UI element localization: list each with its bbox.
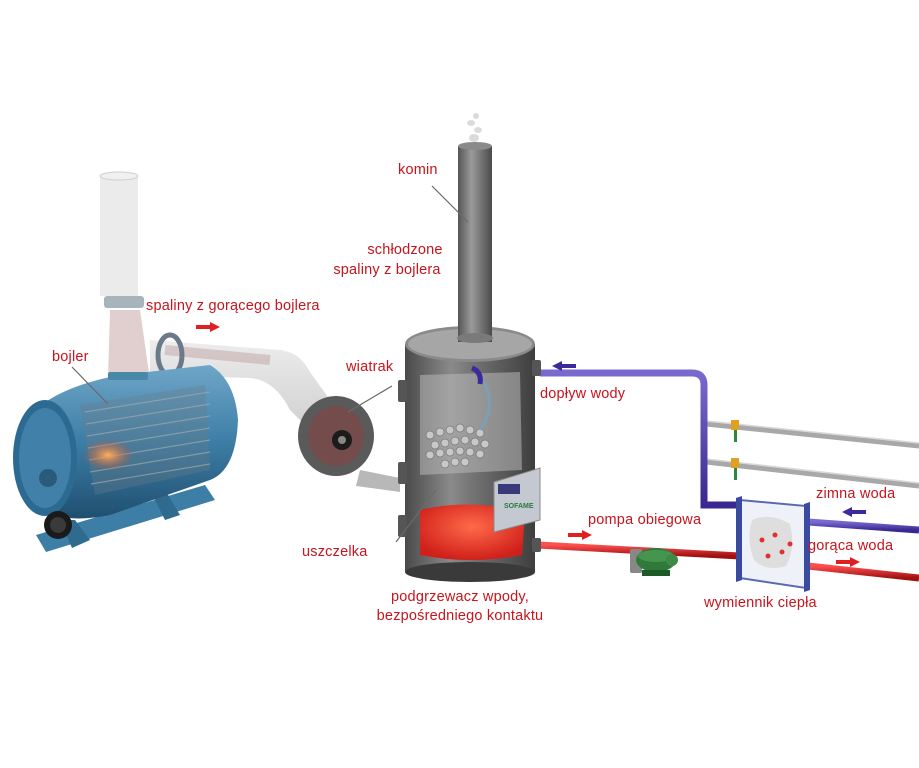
boiler	[13, 365, 238, 552]
control-panel: SOFAME	[493, 467, 541, 533]
arrow-red-gas	[196, 322, 220, 332]
label-seal: uszczelka	[302, 544, 368, 560]
cold-water-pipe	[540, 369, 919, 534]
label-chimney: komin	[398, 162, 438, 178]
grey-water-pipes	[705, 420, 919, 489]
hot-gas-duct	[99, 171, 330, 430]
chimney	[457, 113, 493, 343]
arrow-blue-inlet	[552, 361, 576, 371]
label-heater-line2: bezpośredniego kontaktu	[376, 608, 544, 624]
flow-arrows	[196, 322, 866, 567]
label-heater-line1: podgrzewacz wpody,	[391, 589, 529, 605]
label-fan: wiatrak	[346, 359, 394, 375]
label-boiler: bojler	[52, 349, 89, 365]
label-cold-water: zimna woda	[816, 486, 896, 502]
arrow-red-hot	[836, 557, 860, 567]
heat-exchanger	[736, 496, 810, 592]
label-pump: pompa obiegowa	[588, 512, 702, 528]
label-heat-exchanger: wymiennik ciepła	[704, 595, 817, 611]
label-hot-water: gorąca woda	[808, 538, 894, 554]
arrow-red-pump	[568, 530, 592, 540]
fan	[298, 396, 400, 492]
brand-logo: SOFAME	[504, 503, 534, 510]
label-cooled-gas-line2: spaliny z bojlera	[333, 262, 441, 278]
circulation-pump	[630, 548, 678, 576]
steam	[467, 113, 482, 142]
leader-lines	[71, 185, 469, 543]
label-water-inlet: dopływ wody	[540, 386, 626, 402]
arrow-blue-cold	[842, 507, 866, 517]
label-cooled-gas-line1: schłodzone	[367, 242, 443, 258]
label-hot-gas: spaliny z gorącego bojlera	[146, 298, 320, 314]
direct-contact-heater: SOFAME	[398, 326, 541, 582]
